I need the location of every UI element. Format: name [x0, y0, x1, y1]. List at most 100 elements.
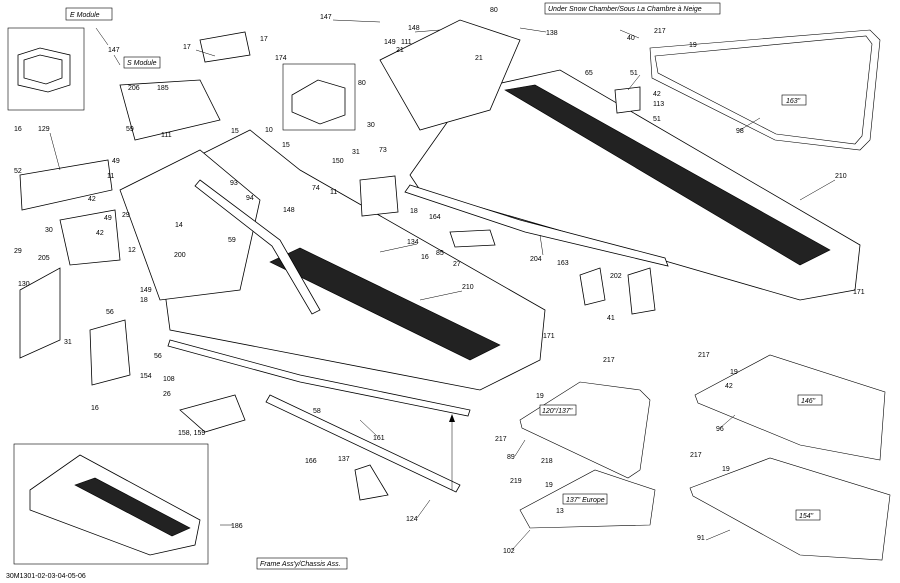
callout: 26: [163, 391, 171, 398]
callout: 59: [228, 237, 236, 244]
callout: 42: [88, 196, 96, 203]
callout: 16: [14, 126, 22, 133]
loose-parts: [19, 31, 656, 501]
callout: 16: [421, 254, 429, 261]
length-137-europe-label: 137" Europe: [566, 497, 605, 504]
callout: 65: [585, 70, 593, 77]
callout: 185: [157, 85, 169, 92]
callout: 19: [536, 393, 544, 400]
callout: 85: [436, 250, 444, 257]
leader-lines: [49, 19, 836, 551]
callout: 93: [230, 180, 238, 187]
under-snow-label-group: Under Snow Chamber/Sous La Chambre à Nei…: [544, 2, 721, 15]
callout: 96: [716, 426, 724, 433]
callout: 91: [697, 535, 705, 542]
callout: 49: [104, 215, 112, 222]
direction-arrow: [449, 414, 455, 490]
lower-tunnel-assembly: [119, 129, 546, 417]
callout: 217: [654, 28, 666, 35]
callout: 29: [14, 248, 22, 255]
callout: 129: [38, 126, 50, 133]
callout: 31: [64, 339, 72, 346]
callout: 19: [730, 369, 738, 376]
callout: 210: [835, 173, 847, 180]
callout: 205: [38, 255, 50, 262]
callout: 164: [429, 214, 441, 221]
callout: 149: [140, 287, 152, 294]
callout: 186: [231, 523, 243, 530]
callout: 147: [320, 14, 332, 21]
callout: 17: [260, 36, 268, 43]
frame-assy-label: Frame Ass'y/Chassis Ass.: [260, 561, 341, 568]
callout: 56: [106, 309, 114, 316]
callout: 111: [401, 39, 412, 46]
callout: 40: [627, 35, 635, 42]
callout: 21: [396, 47, 404, 54]
callout: 217: [603, 357, 615, 364]
callout: 218: [541, 458, 553, 465]
callout: 11: [107, 173, 114, 180]
callout: 148: [408, 25, 420, 32]
callout: 108: [163, 376, 175, 383]
callout: 206: [128, 85, 140, 92]
callout: 134: [407, 239, 419, 246]
callout: 217: [495, 436, 507, 443]
callouts: 147 147 80 148 138 40 217 19 17 17 174 1…: [14, 7, 865, 555]
callout: 148: [283, 207, 295, 214]
callout: 27: [453, 261, 461, 268]
callout: 51: [630, 70, 638, 77]
callout: 113: [653, 101, 664, 108]
callout: 202: [610, 273, 622, 280]
callout: 217: [690, 452, 702, 459]
callout: 102: [503, 548, 515, 555]
callout: 19: [545, 482, 553, 489]
callout: 19: [689, 42, 697, 49]
callout: 52: [14, 168, 22, 175]
callout: 30: [45, 227, 53, 234]
callout: 149: [384, 39, 396, 46]
callout: 200: [174, 252, 186, 259]
callout: 217: [698, 352, 710, 359]
callout: 219: [510, 478, 522, 485]
callout: 19: [722, 466, 730, 473]
callout: 12: [128, 247, 136, 254]
callout: 13: [556, 508, 564, 515]
callout: 130: [18, 281, 30, 288]
length-120-137-label: 120"/137": [542, 408, 573, 415]
callout: 150: [332, 158, 344, 165]
e-module-label: E Module: [70, 12, 100, 19]
callout: 147: [108, 47, 120, 54]
callout: 111: [161, 132, 172, 139]
callout: 14: [175, 222, 183, 229]
skid-rails: 163" 120"/137" 146" 137" Europe 154": [519, 29, 891, 561]
callout: 31: [352, 149, 360, 156]
reference-code: 30M1301-02-03-04-05-06: [6, 573, 86, 580]
callout: 15: [231, 128, 239, 135]
callout: 56: [154, 353, 162, 360]
callout: 18: [410, 208, 418, 215]
callout: 49: [112, 158, 120, 165]
callout: 18: [140, 297, 148, 304]
callout: 154: [140, 373, 152, 380]
callout: 21: [475, 55, 483, 62]
callout: 30: [367, 122, 375, 129]
callout: 138: [546, 30, 558, 37]
callout: 17: [183, 44, 191, 51]
callout: 42: [653, 91, 661, 98]
callout: 16: [91, 405, 99, 412]
callout: 80: [358, 80, 366, 87]
callout: 174: [275, 55, 287, 62]
callout: 51: [653, 116, 661, 123]
callout: 29: [122, 212, 130, 219]
callout: 73: [379, 147, 387, 154]
callout: 163: [557, 260, 569, 267]
callout: 124: [406, 516, 418, 523]
callout: 80: [490, 7, 498, 14]
upper-tunnel-assembly: [379, 19, 861, 301]
callout: 137: [338, 456, 350, 463]
callout: 161: [373, 435, 385, 442]
e-module-inset: E Module: [7, 7, 113, 111]
callout: 74: [312, 185, 320, 192]
callout: 15: [282, 142, 290, 149]
